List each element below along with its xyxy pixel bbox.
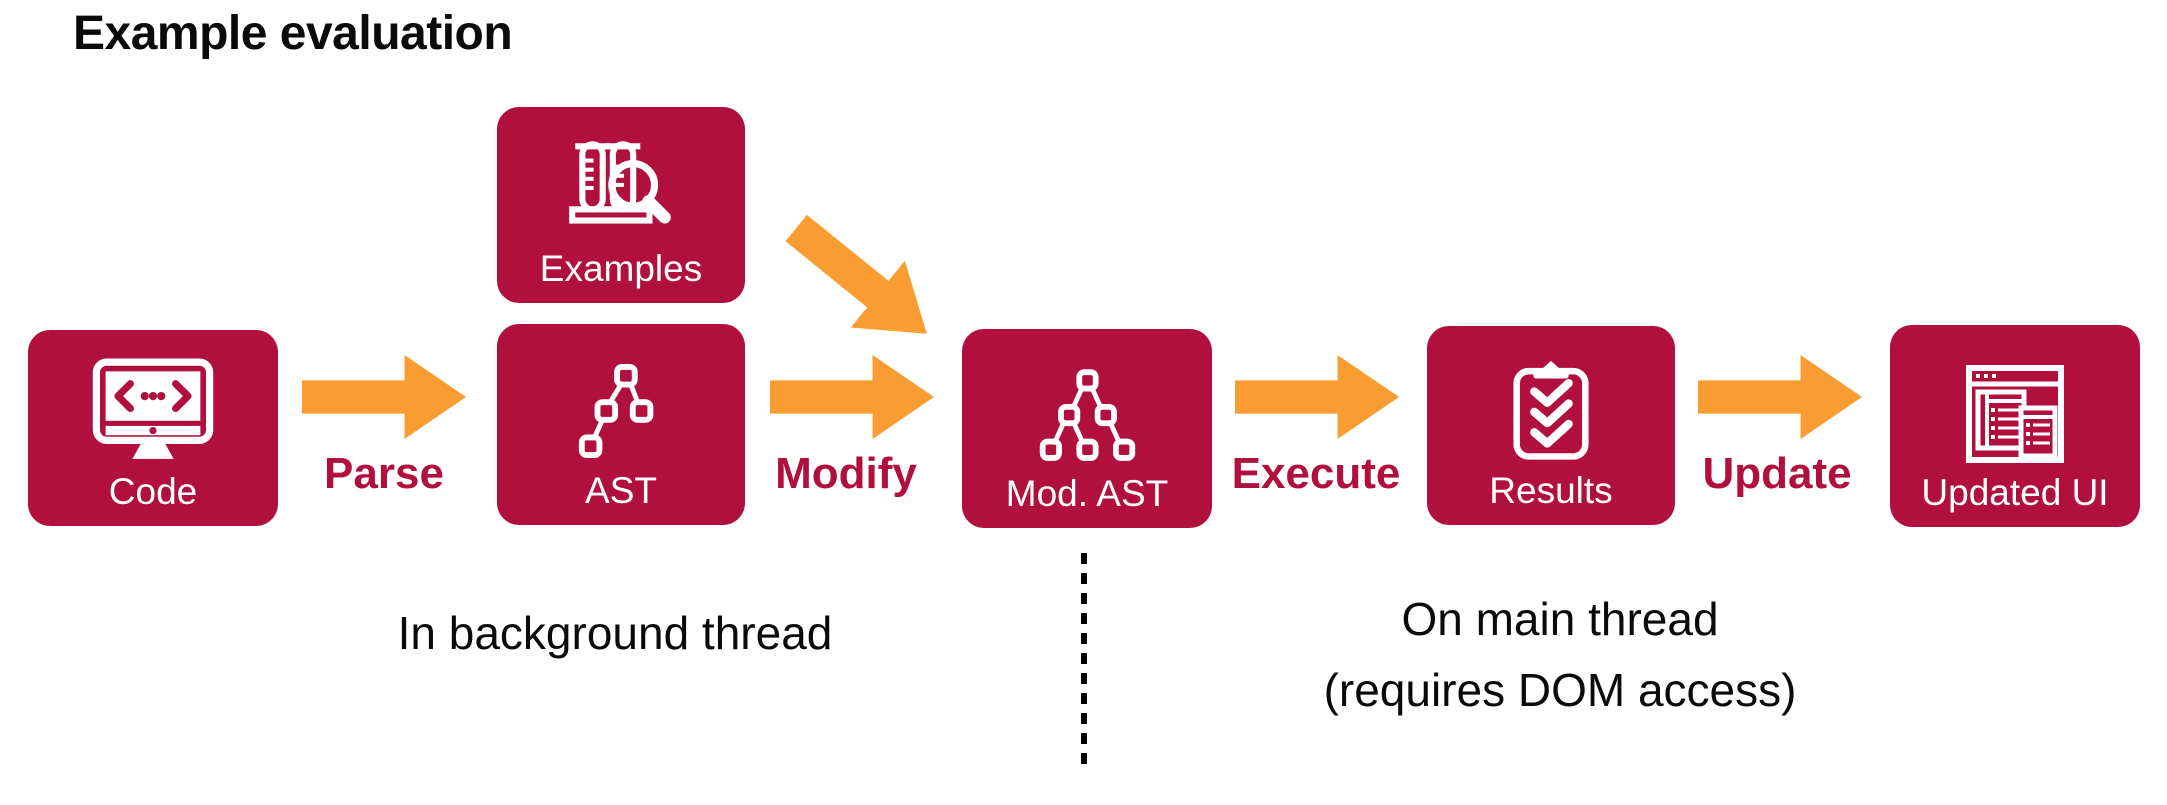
examples-flasks-icon [569,141,671,224]
edge-label-parse: Parse [324,449,444,498]
execute-arrow-icon [1235,352,1401,442]
node-examples: Examples [497,107,745,303]
node-label-ast: AST [585,470,657,511]
main-thread-line1: On main thread [1401,593,1719,645]
main-thread-annotation: On main thread (requires DOM access) [1150,584,1970,727]
node-label-code: Code [108,471,198,512]
update-arrow-icon [1698,352,1864,442]
page-title: Example evaluation [73,7,513,60]
node-ast: AST [497,324,745,525]
node-label-updated-ui: Updated UI [1921,472,2109,513]
examples-to-mod-ast-arrow-icon [762,188,963,375]
background-thread-annotation: In background thread [397,607,833,659]
node-label-examples: Examples [539,248,703,289]
node-code: Code [28,330,278,526]
updated-ui-window-icon [1966,365,2064,463]
ast-tree-icon [578,363,654,459]
thread-divider-line [1078,550,1090,785]
node-label-results: Results [1489,470,1613,511]
node-label-mod-ast: Mod. AST [1005,473,1169,514]
node-results: Results [1427,326,1675,525]
main-thread-line2: (requires DOM access) [1323,664,1797,717]
edge-label-execute: Execute [1231,449,1401,498]
modify-arrow-icon [770,352,936,442]
code-monitor-icon [92,358,214,459]
edge-label-update: Update [1702,449,1852,498]
edge-label-modify: Modify [775,449,917,498]
mod-ast-tree-icon [1039,369,1136,461]
node-mod-ast: Mod. AST [962,329,1212,528]
results-clipboard-icon [1513,360,1589,460]
node-updated-ui: Updated UI [1890,325,2140,527]
parse-arrow-icon [302,352,468,442]
